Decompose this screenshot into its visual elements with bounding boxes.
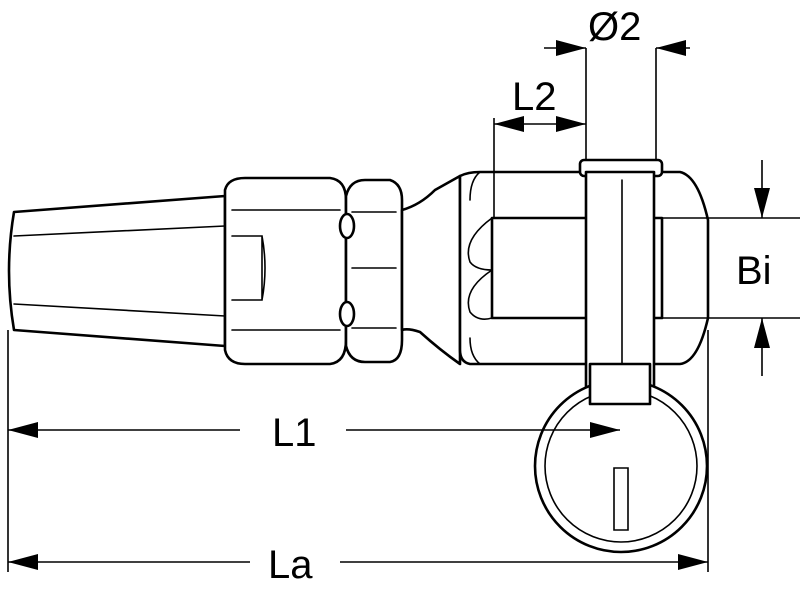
body-nut: [223, 176, 348, 366]
d2-arrow-right: [656, 40, 686, 56]
bi-arrow-top: [754, 188, 770, 218]
la-label-mask: [250, 540, 340, 584]
l1-arrow-right: [590, 422, 620, 438]
body-nut-faces: [231, 209, 341, 331]
lock-nut-washer-bottom: [338, 300, 356, 328]
l2-arrow-left: [494, 116, 524, 132]
la-arrow-left: [8, 554, 38, 570]
la-label: La: [268, 543, 313, 587]
bi-extension-lines: [662, 217, 800, 319]
lock-nut: [344, 178, 404, 364]
l2-arrow-right: [556, 116, 586, 132]
lock-nut-faces: [351, 211, 397, 329]
body-nut-thread: [231, 235, 266, 301]
d2-extension-lines: [585, 48, 657, 160]
l1-label: L1: [272, 411, 317, 455]
fork-jaw-edges: [469, 171, 481, 365]
fork-neck: [400, 174, 462, 366]
swage-sleeve-highlight: [13, 225, 226, 317]
split-ring-outer: [533, 378, 709, 554]
split-ring-gap: [613, 467, 629, 531]
bi-arrow-bottom: [754, 318, 770, 348]
d2-label: Ø2: [588, 5, 641, 49]
swage-sleeve: [7, 194, 227, 348]
bi-label: Bi: [736, 249, 772, 293]
d2-arrow-left: [556, 40, 586, 56]
l1-arrow-left: [8, 422, 38, 438]
pin-tip: [588, 362, 652, 406]
l1-label-mask: [240, 408, 346, 452]
la-arrow-right: [678, 554, 708, 570]
l2-label: L2: [512, 75, 557, 119]
fork-jaw-lobes: [467, 217, 493, 320]
lock-nut-washer-top: [338, 212, 356, 240]
